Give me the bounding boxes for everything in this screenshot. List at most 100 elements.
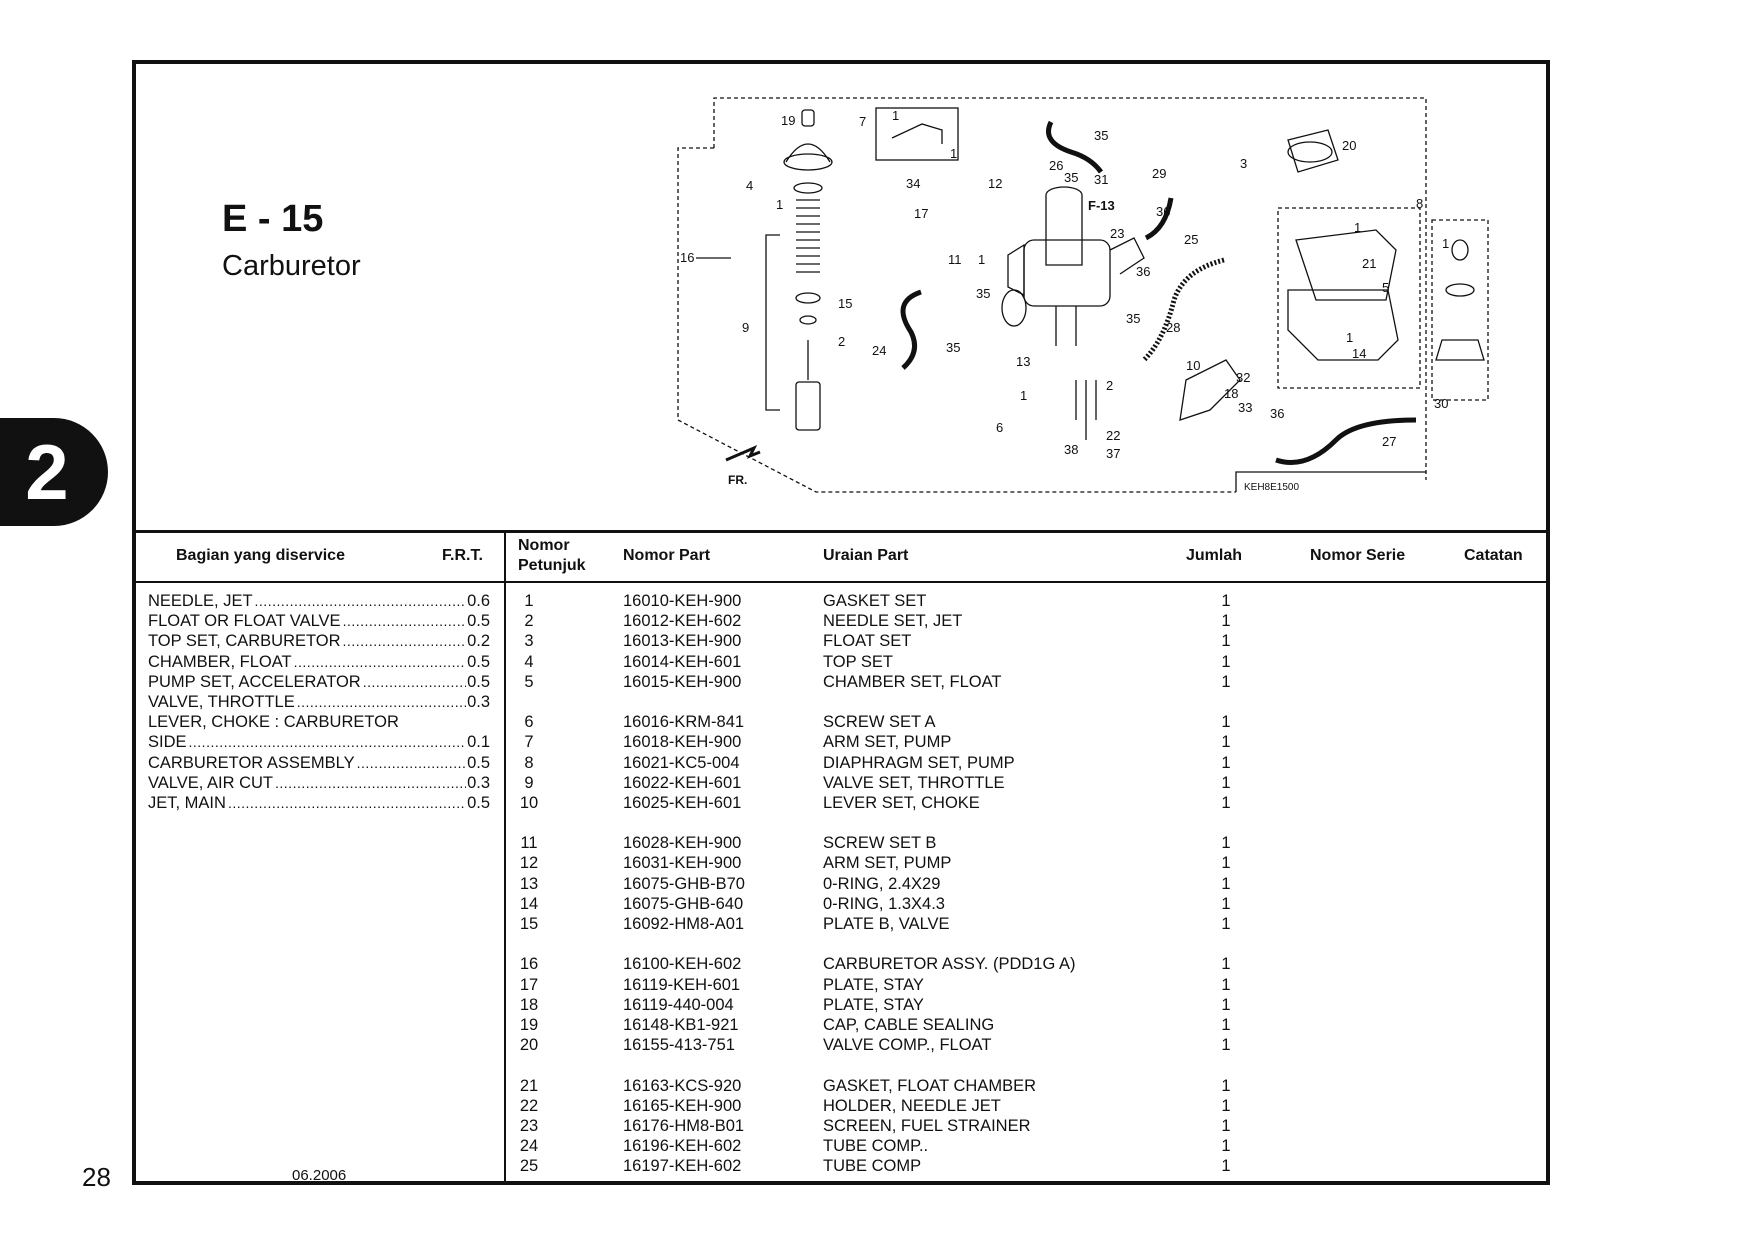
part-number: 16119-440-004 [623,995,734,1014]
part-description: GASKET SET [823,592,927,610]
part-number: 16196-KEH-602 [623,1137,742,1156]
svg-text:1: 1 [978,252,985,267]
service-item-time: 0.1 [467,733,490,752]
diagram-boundary [713,97,1427,480]
part-description: NEEDLE SET, JET [823,612,963,631]
service-item: NEEDLE, JET0.6 [148,591,490,611]
part-description: FLOAT SET [823,632,912,651]
part-ref-number: 18 [519,995,539,1014]
header-qty: Jumlah [1186,547,1243,564]
svg-text:36: 36 [1136,264,1150,279]
svg-text:36: 36 [1270,406,1284,421]
part-number: 16197-KEH-602 [623,1157,742,1176]
part-number: 16100-KEH-602 [623,955,742,974]
svg-text:9: 9 [742,320,749,335]
svg-text:15: 15 [838,296,852,311]
service-item-name: TOP SET, CARBURETOR [148,632,341,651]
svg-text:36: 36 [1156,204,1170,219]
service-item: LEVER, CHOKE : CARBURETOR [148,712,490,732]
part-number: 16119-KEH-601 [623,975,741,994]
part-description: VALVE SET, THROTTLE [823,773,1005,792]
svg-text:32: 32 [1236,370,1250,385]
service-item-name: JET, MAIN [148,793,226,812]
part-quantity: 1 [1221,894,1231,913]
svg-text:26: 26 [1049,158,1063,173]
part-ref-number: 7 [524,733,534,752]
part-number: 16031-KEH-900 [623,854,742,873]
dot-leader [343,611,467,631]
part-description: 0-RING, 1.3X4.3 [823,894,945,913]
header-frt: F.R.T. [442,547,483,564]
part-description: SCREW SET B [823,834,937,853]
part-description: TUBE COMP [823,1157,922,1176]
exploded-parts-diagram: 19 7 1 1 4 1 34 12 26 35 35 31 29 F-13 2… [677,97,1489,493]
part-number: 16018-KEH-900 [623,733,742,752]
part-quantity: 1 [1221,834,1231,853]
page-number: 28 [82,1162,111,1192]
part-quantity: 1 [1221,1096,1231,1115]
part-quantity: 1 [1221,592,1231,610]
svg-text:1: 1 [950,146,957,161]
part-number: 16015-KEH-900 [623,672,742,691]
service-item-time: 0.5 [467,753,490,772]
header-ref-line1: Nomor [518,537,570,554]
header-part-no: Nomor Part [623,547,711,564]
svg-text:2: 2 [1106,378,1113,393]
header-service: Bagian yang diservice [176,547,345,564]
svg-text:12: 12 [988,176,1002,191]
service-item-time: 0.2 [467,632,490,651]
service-item-name: LEVER, CHOKE : CARBURETOR [148,713,399,732]
service-item-time: 0.3 [467,773,490,792]
part-quantity: 1 [1221,1036,1231,1055]
part-quantity: 1 [1221,632,1231,651]
header-serial: Nomor Serie [1310,547,1406,564]
service-item-time: 0.5 [467,793,490,812]
svg-text:29: 29 [1152,166,1166,181]
svg-text:F-13: F-13 [1088,198,1115,213]
svg-text:38: 38 [1064,442,1078,457]
part-number: 16163-KCS-920 [623,1076,742,1095]
part-quantity: 1 [1221,713,1231,732]
svg-text:1: 1 [1020,388,1027,403]
svg-text:35: 35 [1064,170,1078,185]
part-description: 0-RING, 2.4X29 [823,874,941,893]
service-item-time: 0.5 [467,652,490,671]
dot-leader [343,631,467,651]
svg-text:27: 27 [1382,434,1396,449]
part-ref-number: 1 [524,592,534,610]
svg-text:1: 1 [1354,220,1361,235]
service-item: VALVE, AIR CUT 0.3 [148,773,490,793]
part-quantity: 1 [1221,975,1231,994]
parts-page-frame: E - 15 Carburetor [132,60,1550,1185]
part-quantity: 1 [1221,733,1231,752]
part-quantity: 1 [1221,874,1231,893]
part-description: GASKET, FLOAT CHAMBER [823,1076,1037,1095]
part-description: PLATE, STAY [823,995,924,1014]
dot-leader [255,591,467,611]
part-ref-number: 23 [519,1116,539,1135]
part-description: HOLDER, NEEDLE JET [823,1096,1001,1115]
section-code: E - 15 [222,198,324,240]
part-number: 16016-KRM-841 [623,713,745,732]
service-item-name: VALVE, AIR CUT [148,773,274,792]
dot-leader [357,753,466,773]
header-notes: Catatan [1464,547,1523,564]
part-description: PLATE B, VALVE [823,915,950,933]
column-divider [504,530,506,1185]
service-item: CARBURETOR ASSEMBLY0.5 [148,753,490,773]
